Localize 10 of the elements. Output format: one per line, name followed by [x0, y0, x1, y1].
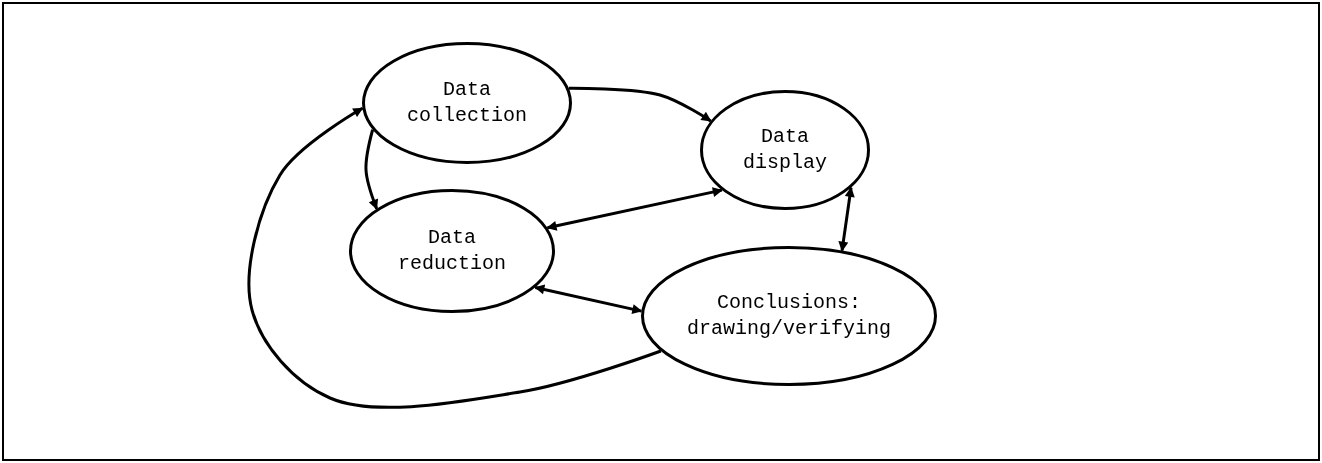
- node-label: Data display: [742, 124, 828, 176]
- arrow: [247, 107, 662, 409]
- node-label: Conclusions: drawing/verifying: [685, 290, 892, 342]
- arrow: [568, 86, 712, 123]
- arrow: [546, 187, 723, 231]
- arrow: [838, 186, 855, 252]
- arrow: [534, 284, 643, 315]
- node-label: Data reduction: [397, 225, 507, 277]
- node-label: Data collection: [406, 77, 528, 129]
- arrow: [364, 129, 379, 210]
